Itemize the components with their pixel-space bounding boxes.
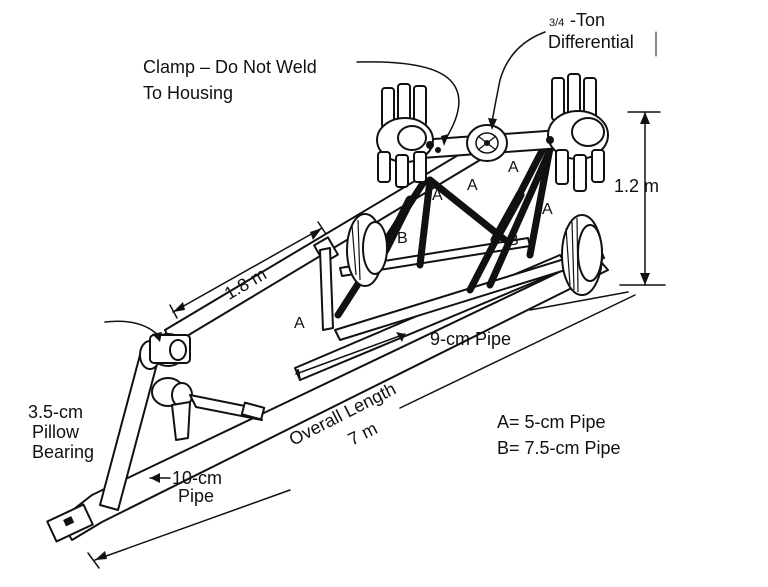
pipe-legend: A= 5-cm Pipe B= 7.5-cm Pipe <box>497 412 621 458</box>
right-wheel <box>561 214 603 296</box>
dimension-9cm-pipe <box>295 291 629 375</box>
pipe10-label-line2: Pipe <box>178 486 214 506</box>
legend-a: A= 5-cm Pipe <box>497 412 606 432</box>
dimension-overall-length <box>87 294 636 569</box>
differential-word-label: Differential <box>548 32 634 52</box>
frame-braces <box>319 141 554 331</box>
main-tongue-pipe <box>46 254 609 543</box>
pillow-label-line2: Pillow <box>32 422 80 442</box>
rear-cross-member <box>334 237 605 341</box>
member-letter-a: A <box>467 177 478 194</box>
member-letter-b: B <box>397 230 408 247</box>
pillow-label-line1: 3.5-cm <box>28 402 83 422</box>
legend-b: B= 7.5-cm Pipe <box>497 438 621 458</box>
member-letter-a: A <box>542 201 553 218</box>
dimension-1-2m <box>619 111 666 286</box>
height-label: 1.2 m <box>614 176 659 196</box>
pointer-10cm-pipe <box>149 473 171 483</box>
pipe9-label: 9-cm Pipe <box>430 329 511 349</box>
left-hub-assembly <box>376 83 441 188</box>
differential-fraction-label: 3/4 <box>549 17 564 29</box>
right-hub-assembly <box>546 73 609 192</box>
pipe10-label-line1: 10-cm <box>172 468 222 488</box>
left-wheel <box>346 213 388 287</box>
clamp-label-line1: Clamp – Do Not Weld <box>143 57 317 77</box>
pillow-bearing-assembly <box>99 333 266 511</box>
differential-ton-label: -Ton <box>570 10 605 30</box>
member-letter-a: A <box>432 187 443 204</box>
clamp-label-line2: To Housing <box>143 83 233 103</box>
member-letter-a: A <box>294 315 305 332</box>
pillow-label-line3: Bearing <box>32 442 94 462</box>
dimension-1-8m <box>169 221 327 319</box>
member-letter-a: A <box>508 159 519 176</box>
axle-and-differential <box>419 124 563 162</box>
overall-length-value: 7 m <box>345 418 381 449</box>
member-letter-b: B <box>508 232 519 249</box>
leader-lines <box>104 31 546 342</box>
